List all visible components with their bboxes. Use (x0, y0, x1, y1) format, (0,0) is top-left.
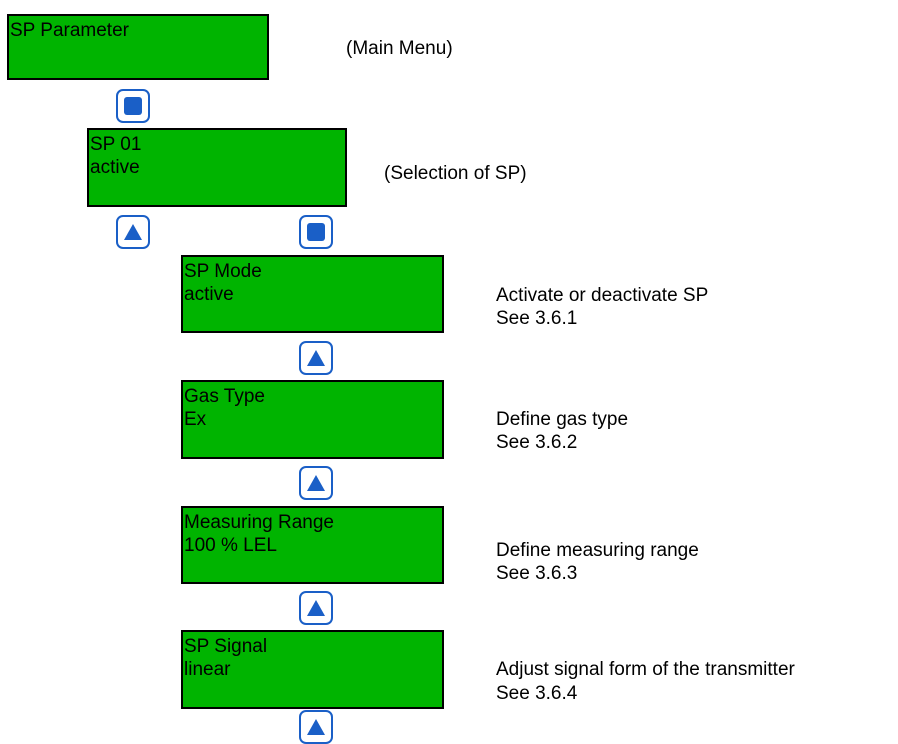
triangle-up-icon (307, 475, 325, 491)
main-menu-box: SP Parameter (7, 14, 269, 80)
up-button[interactable] (299, 591, 333, 625)
sp-mode-line2: active (184, 284, 234, 305)
triangle-up-icon (124, 224, 142, 240)
sp-signal-ref: See 3.6.4 (496, 683, 578, 704)
square-icon (124, 97, 142, 115)
sp-signal-box: SP Signal linear (181, 630, 444, 709)
measuring-range-desc: Define measuring range (496, 540, 699, 561)
triangle-up-icon (307, 600, 325, 616)
up-button[interactable] (299, 710, 333, 744)
measuring-range-ref: See 3.6.3 (496, 563, 578, 584)
enter-button[interactable] (299, 215, 333, 249)
sp-mode-desc: Activate or deactivate SP (496, 285, 709, 306)
main-menu-label: SP Parameter (10, 20, 129, 41)
enter-button[interactable] (116, 89, 150, 123)
gas-type-line1: Gas Type (184, 386, 265, 407)
gas-type-box: Gas Type Ex (181, 380, 444, 459)
selection-box: SP 01 active (87, 128, 347, 207)
square-icon (307, 223, 325, 241)
sp-mode-ref: See 3.6.1 (496, 308, 578, 329)
sp-mode-line1: SP Mode (184, 261, 262, 282)
sp-mode-box: SP Mode active (181, 255, 444, 333)
up-button[interactable] (116, 215, 150, 249)
gas-type-line2: Ex (184, 409, 207, 430)
gas-type-desc: Define gas type (496, 409, 629, 430)
triangle-up-icon (307, 350, 325, 366)
sp-signal-desc: Adjust signal form of the transmitter (496, 659, 795, 680)
selection-caption: (Selection of SP) (384, 163, 527, 184)
up-button[interactable] (299, 341, 333, 375)
sp-signal-line2: linear (184, 659, 231, 680)
measuring-range-line1: Measuring Range (184, 512, 334, 533)
main-menu-caption: (Main Menu) (346, 38, 453, 59)
measuring-range-box: Measuring Range 100 % LEL (181, 506, 444, 584)
sp-signal-line1: SP Signal (184, 636, 268, 657)
gas-type-ref: See 3.6.2 (496, 432, 578, 453)
up-button[interactable] (299, 466, 333, 500)
selection-line2: active (90, 157, 140, 178)
measuring-range-line2: 100 % LEL (184, 535, 277, 556)
selection-line1: SP 01 (90, 134, 142, 155)
triangle-up-icon (307, 719, 325, 735)
